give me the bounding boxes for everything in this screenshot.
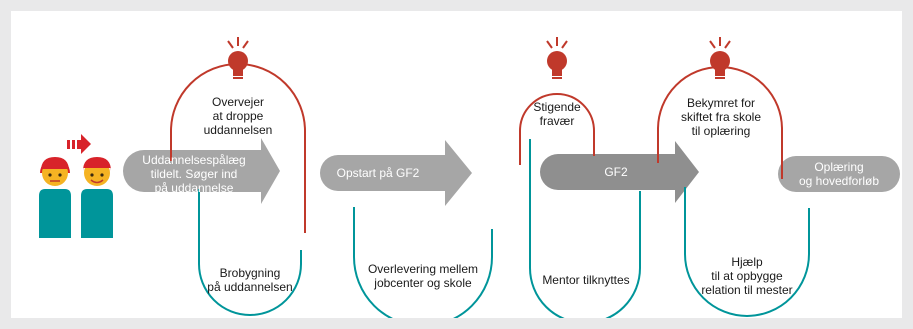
step-shape-2 (320, 140, 472, 206)
risk-label-1: Overvejer at droppe uddannelsen (203, 95, 273, 137)
step-shape-4 (778, 156, 900, 192)
step-shape-1 (123, 138, 280, 204)
support-label-3: Mentor tilknyttes (542, 273, 630, 287)
support-curve-3 (529, 139, 641, 318)
support-curve-4 (684, 187, 810, 317)
risk-label-3: Bekymret for skiftet fra skole til oplær… (680, 96, 762, 138)
support-curve-1 (198, 189, 302, 316)
student-figures-icon (39, 134, 113, 238)
lightbulb-icon (709, 37, 731, 79)
risk-arch-1 (170, 63, 306, 233)
support-curve-2 (353, 207, 493, 318)
lightbulb-icon (546, 37, 568, 79)
risk-label-2: Stigende fravær (533, 100, 581, 128)
support-label-4: Hjælp til at opbygge relation til mester (701, 255, 793, 297)
step-label-3: GF2 (604, 165, 628, 179)
step-label-4: Oplæring og hovedforløb (798, 160, 880, 188)
step-label-1: Uddannelsespålæg tildelt. Søger ind på u… (142, 153, 246, 195)
step-shape-3 (540, 141, 699, 203)
step-label-2: Opstart på GF2 (336, 166, 420, 180)
journey-diagram: Uddannelsespålæg tildelt. Søger ind på u… (11, 11, 902, 318)
risk-arch-2 (519, 93, 595, 165)
right-arrow-icon (67, 134, 91, 154)
diagram-graphics (39, 37, 900, 318)
lightbulb-icon (227, 37, 249, 79)
support-label-2: Overlevering mellem jobcenter og skole (367, 262, 479, 290)
support-label-1: Brobygning på uddannelsen (207, 266, 293, 294)
